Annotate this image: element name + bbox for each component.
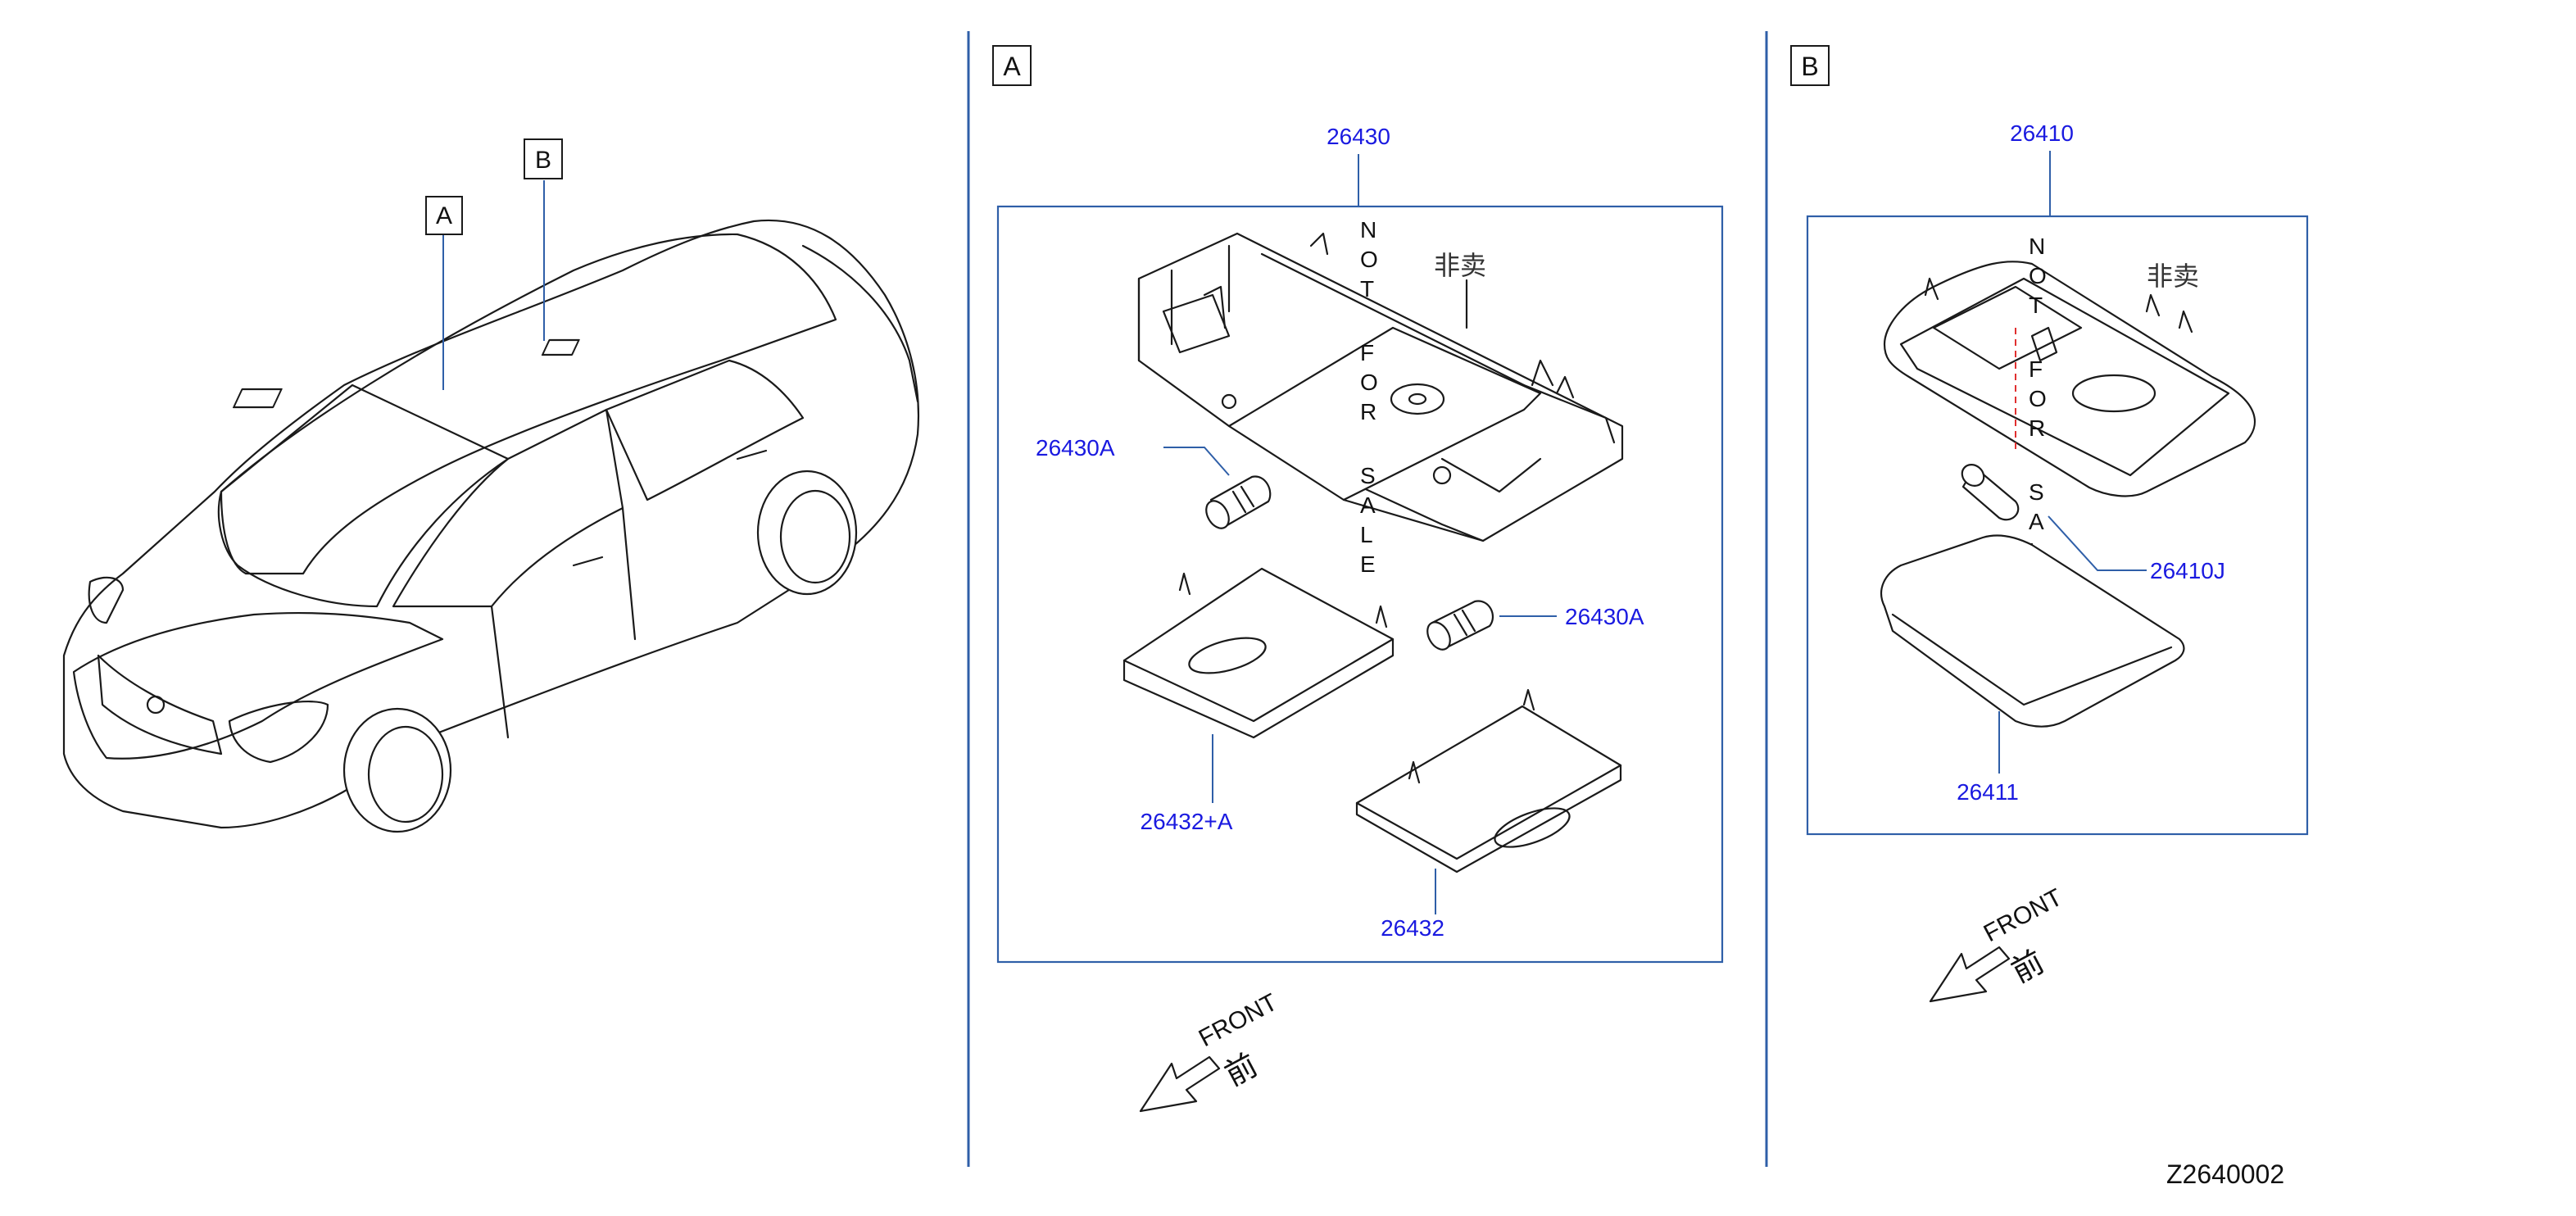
part-26410-label: 26410	[2010, 120, 2074, 146]
overview-callout-b: B	[535, 147, 551, 174]
part-26430-label: 26430	[1327, 124, 1390, 149]
lens-26432a	[1122, 567, 1395, 739]
part-26410j-label: 26410J	[2150, 558, 2225, 583]
part-26432-label: 26432	[1381, 915, 1444, 941]
panel-a-front-en: FRONT	[1195, 989, 1282, 1053]
diagram-code: Z2640002	[2166, 1159, 2284, 1189]
bulb-26410j	[1961, 464, 2020, 521]
panel-a-frame	[996, 205, 1724, 964]
panel-a-nfs-letter-3: T	[1360, 276, 1374, 302]
panel-b-frame	[1806, 215, 2309, 836]
part-26411-label: 26411	[1957, 779, 2019, 805]
panel-a-nfs-letter-9: L	[1360, 522, 1373, 547]
panel-a-label-box	[992, 45, 1032, 86]
part-26430a-right-label: 26430A	[1565, 604, 1644, 629]
part-26432a-label: 26432+A	[1141, 809, 1233, 834]
lens-26432	[1355, 688, 1622, 873]
panel-b-nfs-letter-7: S	[2029, 479, 2044, 505]
bulb-26430a-right	[1426, 600, 1494, 651]
panel-b-front-cn: 前	[2007, 945, 2050, 990]
panel-b-label-box	[1790, 45, 1830, 86]
panel-b-not-for-sale-cn: 非卖	[2147, 261, 2199, 291]
overview-callout-b-box	[524, 138, 563, 179]
panel-a-nfs-letter-7: S	[1360, 463, 1376, 488]
panel-b-nfs-letter-5: O	[2029, 386, 2047, 411]
panel-b-nfs-letter-6: R	[2029, 415, 2045, 441]
panel-b-front-en: FRONT	[1980, 884, 2067, 948]
panel-a-nfs-letter-8: A	[1360, 492, 1376, 518]
part-26430a-left-label: 26430A	[1036, 435, 1115, 461]
panel-a-nfs-letter-10: E	[1360, 551, 1376, 577]
panel-b-nfs-letter-1: N	[2029, 234, 2045, 259]
overview-callout-a: A	[436, 202, 452, 229]
panel-a-not-for-sale-cn: 非卖	[1434, 251, 1486, 280]
front-arrow-a	[1139, 1055, 1221, 1113]
panel-a-not-for-sale-letters: N O T F O R S A L E	[1360, 217, 1378, 577]
panel-b-nfs-letter-4: F	[2029, 356, 2043, 382]
panel-b-nfs-letter-2: O	[2029, 263, 2047, 288]
panel-a-nfs-letter-2: O	[1360, 247, 1378, 272]
room-lamp-housing-26430	[1137, 232, 1624, 542]
panel-b-nfs-letter-8: A	[2029, 509, 2044, 534]
panel-a-nfs-letter-6: R	[1360, 399, 1376, 424]
bulb-26430a-left	[1205, 475, 1272, 529]
panel-a-nfs-letter-4: F	[1360, 340, 1374, 365]
panel-b-nfs-letter-3: T	[2029, 293, 2043, 318]
panel-a-front-cn: 前	[1220, 1048, 1263, 1093]
car-overview-illustration	[62, 219, 920, 833]
room-lamp-26410	[1883, 261, 2256, 497]
panel-a-nfs-letter-5: O	[1360, 370, 1378, 395]
panel-b-label: B	[1801, 52, 1818, 81]
panel-a-nfs-letter-1: N	[1360, 217, 1376, 243]
overview-callout-a-box	[425, 196, 463, 235]
front-arrow-b	[1929, 946, 2011, 1003]
panel-a-label: A	[1003, 52, 1021, 81]
lens-26411	[1880, 534, 2185, 728]
